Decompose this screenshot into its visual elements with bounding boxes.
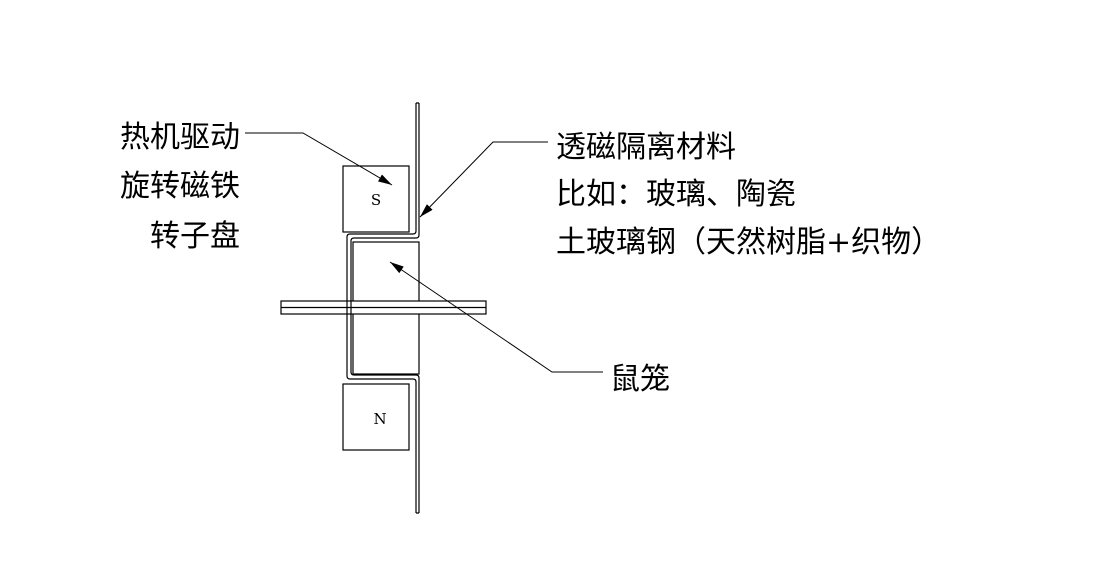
label-squirrel-cage: 鼠笼: [610, 362, 670, 397]
leader-cage: [389, 261, 603, 373]
label-heat-engine: 热机驱动: [120, 120, 240, 155]
leader-isolation: [419, 141, 548, 218]
isolation-plate-outer: [346, 103, 417, 513]
label-isolation-material: 透磁隔离材料: [556, 130, 736, 165]
label-fiberglass: 土玻璃钢（天然树脂+织物）: [556, 225, 942, 260]
label-examples: 比如：玻璃、陶瓷: [556, 177, 796, 212]
label-rotating-magnet: 旋转磁铁: [120, 169, 240, 204]
s-pole-label: S: [371, 191, 381, 209]
isolation-plate-inner: [350, 103, 420, 513]
n-pole-label: N: [373, 410, 386, 428]
label-rotor-disc: 转子盘: [150, 219, 240, 254]
shaft: [280, 300, 487, 315]
magnet-s: [342, 165, 410, 233]
leader-left: [245, 132, 393, 186]
magnet-n: [342, 383, 410, 451]
